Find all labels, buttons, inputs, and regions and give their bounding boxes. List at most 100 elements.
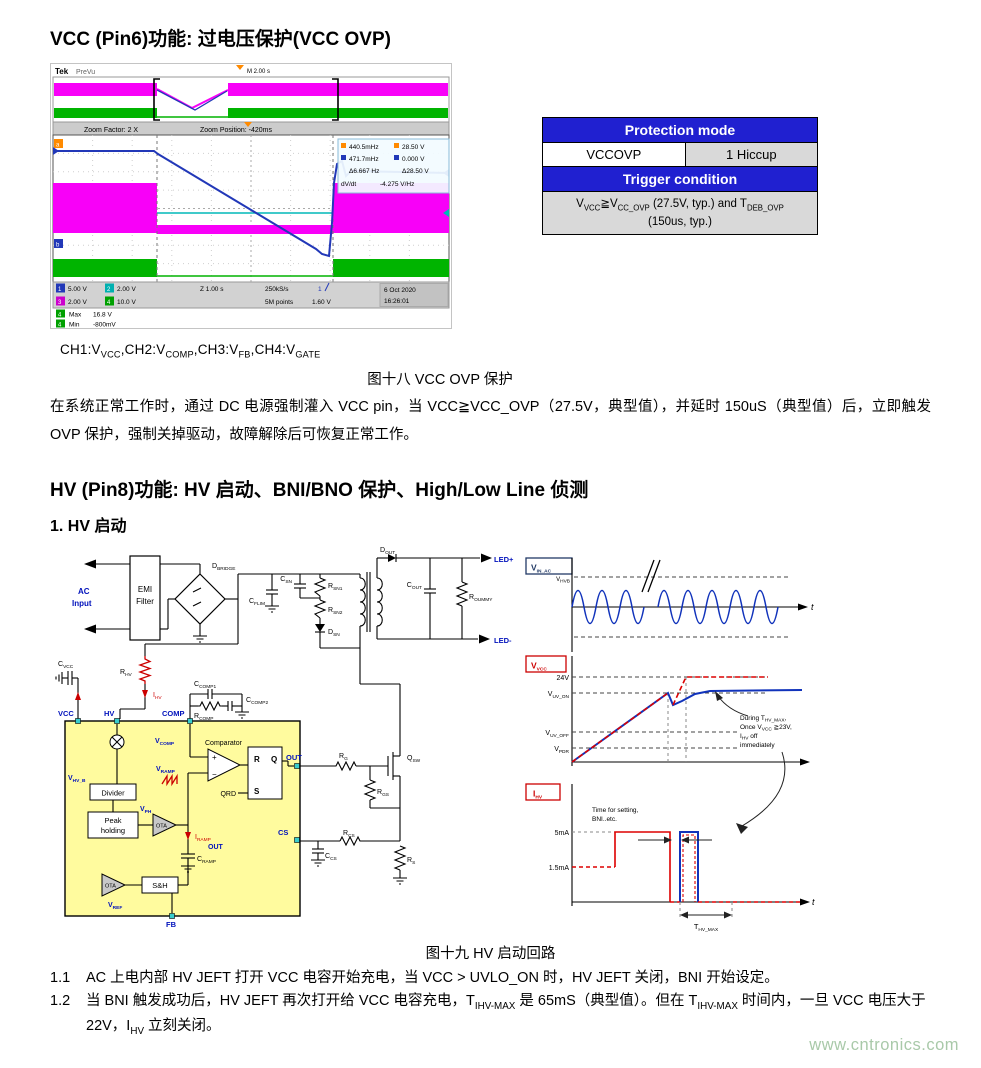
ihv-plot: IHV t 5mA 1.5mA Time for setting, BNI..e… <box>525 783 815 933</box>
cond-part: (150us, typ.) <box>648 215 712 228</box>
oscilloscope-column: Tek PreVu M 2.00 s <box>50 63 470 360</box>
label-rdummy: ROUMMY <box>469 594 493 603</box>
label-iramp: IRAMP <box>195 834 211 843</box>
max-ch-badge: 4 <box>58 313 62 319</box>
rs-resistor <box>393 845 407 871</box>
protection-mode-table: Protection mode VCCOVP 1 Hiccup Trigger … <box>542 117 819 236</box>
ota2-amp <box>101 873 127 898</box>
caption-part: CH1:V <box>60 342 101 357</box>
figure18-caption: 图十八 VCC OVP 保护 <box>367 371 513 388</box>
meas-delta-freq: Δ6.667 Hz <box>349 168 379 175</box>
label-out2: OUT <box>208 844 224 851</box>
label-led-plus: LED+ <box>494 555 514 564</box>
axis-t1: t <box>811 602 814 612</box>
cursor-a-badge: a <box>56 143 60 149</box>
setting-note-line2: BNI..etc. <box>592 816 617 823</box>
caption-part: ,CH4:V <box>250 342 296 357</box>
label-dbridge: DBRIDGE <box>212 563 235 572</box>
label-dsn: DSN <box>328 629 340 638</box>
bridge-rectifier <box>174 573 226 626</box>
ch4-badge: 4 <box>107 300 111 306</box>
caption-sub: FB <box>238 349 251 360</box>
label-ccs: CCS <box>325 853 337 862</box>
flipflop-box <box>247 746 283 800</box>
scope-date: 6 Oct 2020 <box>384 287 416 294</box>
label-vramp: VRAMP <box>156 766 176 775</box>
label-dout: DOUT <box>380 547 395 556</box>
vvcc-curve-actual <box>571 689 803 764</box>
ihv-pulse2 <box>679 831 699 903</box>
label-ff-r: R <box>254 755 260 764</box>
zoom-bracket-right <box>332 78 339 121</box>
text-part: 立刻关闭。 <box>144 1017 221 1034</box>
label-ff-q: Q <box>271 755 277 764</box>
rhv-resistor <box>138 656 152 685</box>
protection-table-column: Protection mode VCCOVP 1 Hiccup Trigger … <box>542 117 819 236</box>
note-line2: Once VVCC ≧23V, <box>740 724 792 733</box>
ch4-trace <box>53 259 449 277</box>
meas-a-freq: 440.5mHz <box>349 144 379 151</box>
record-points: 5M points <box>265 299 294 306</box>
section2-title: HV (Pin8)功能: HV 启动、BNI/BNO 保护、High/Low L… <box>50 480 589 502</box>
label-peak: Peak <box>104 816 121 825</box>
label-rgs: RGS <box>377 789 389 798</box>
iramp-arrow <box>185 832 191 841</box>
transformer-primary <box>359 577 366 627</box>
label-sh: S&H <box>152 881 167 890</box>
label-ota2: OTA <box>105 884 116 890</box>
max-label: Max <box>69 312 82 319</box>
text-part: 时间内，一旦 VCC 电压大于 22V，I <box>86 993 926 1034</box>
emi-filter-box <box>129 555 161 641</box>
label-ccomp2: CCOMP2 <box>246 697 268 706</box>
dvdt-value: -4.275 V/Hz <box>380 181 414 188</box>
label-rs: RS <box>407 857 415 866</box>
ch4-scale: 10.0 V <box>117 299 136 306</box>
label-rcs: RCS <box>343 830 355 839</box>
list-item-number: 1.1 <box>50 970 71 987</box>
vvcc-annotation: During THV_MAX, Once VVCC ≧23V, IHV off … <box>715 691 792 835</box>
circuit-labels: AC Input EMI Filter DBRIDGE CSN DOUT LED… <box>58 547 514 929</box>
label-vhvb: VHV_B <box>68 775 86 784</box>
dout-diode <box>388 554 396 563</box>
scope-time: 16:26:01 <box>384 298 410 305</box>
dvdt-label: dV/dt <box>341 181 356 188</box>
list-item: 1.1 AC 上电内部 HV JEFT 打开 VCC 电容开始充电，当 VCC … <box>50 967 931 990</box>
label-rcomp: RCOMP <box>194 713 213 722</box>
scope-header: Tek PreVu M 2.00 s <box>55 65 270 76</box>
hv-startup-circuit-diagram: AC Input EMI Filter DBRIDGE CSN DOUT LED… <box>55 547 514 929</box>
sample-hold-box <box>141 876 179 894</box>
vinac-plot: VIN_AC t VHVB <box>525 557 814 653</box>
cond-sub: VCC <box>583 203 601 213</box>
label-ota1: OTA <box>156 824 167 830</box>
pin-label-out: OUT <box>286 753 302 762</box>
label-divider: Divider <box>101 789 125 798</box>
label-cout: COUT <box>407 582 422 591</box>
comparator-plus: + <box>212 753 217 762</box>
label-cvcc: CVCC <box>58 661 74 670</box>
label-vhvb: VHVB <box>556 577 570 585</box>
cond-sub: DEB_OVP <box>746 203 784 213</box>
ch2-badge: 2 <box>107 287 111 293</box>
vinac-sine-left <box>571 589 645 625</box>
caption-part: ,CH3:V <box>193 342 239 357</box>
label-vcomp: VCOMP <box>155 738 175 747</box>
measurement-readout: 440.5mHz 28.50 V 471.7mHz 0.000 V Δ6.667… <box>337 138 450 194</box>
zoom-position: Zoom Position: -420ms <box>200 127 272 134</box>
ch3-scale: 2.00 V <box>68 299 87 306</box>
label-24v: 24V <box>557 675 570 682</box>
label-rg: RG <box>339 753 348 762</box>
min-value: -800mV <box>93 322 116 329</box>
divider-box <box>89 783 137 801</box>
trigger-level: 1.60 V <box>312 299 331 306</box>
min-ch-badge: 4 <box>58 323 62 329</box>
label-comparator: Comparator <box>205 740 243 747</box>
section1-title: VCC (Pin6)功能: 过电压保护(VCC OVP) <box>50 29 391 50</box>
cell-protection-value: 1 Hiccup <box>684 142 819 167</box>
cond-part: V <box>576 198 584 210</box>
ic-internal-wiring <box>112 724 294 914</box>
label-ccomp1: CCOMP1 <box>194 681 216 690</box>
label-vuvoff: VUV_OFF <box>545 730 569 739</box>
note-line3: IHV off <box>740 733 758 742</box>
rsn1-resistor <box>313 577 327 597</box>
label-input: Input <box>72 599 92 608</box>
